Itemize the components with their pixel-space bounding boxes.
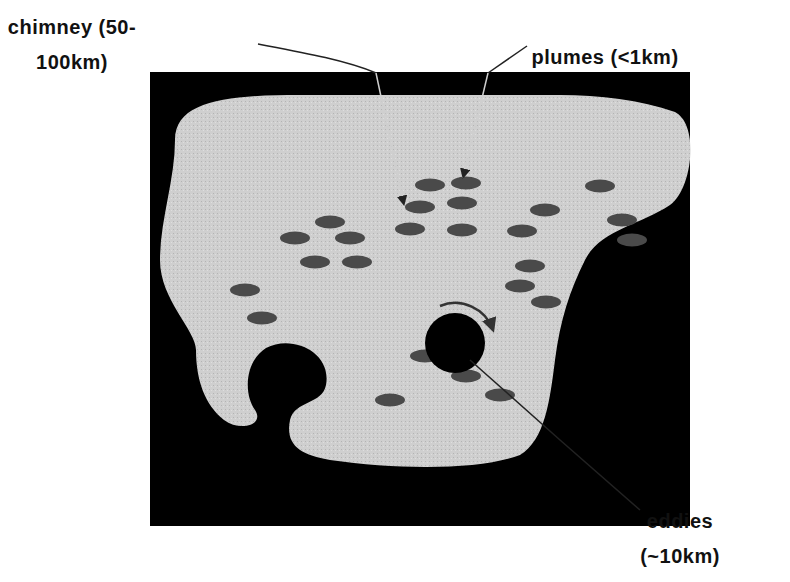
leader-line [258, 44, 376, 73]
plume [505, 280, 535, 293]
plume [375, 394, 405, 407]
chimney-label: chimney (50-100km) [2, 10, 142, 80]
plume [507, 225, 537, 238]
leader-arrow [376, 73, 404, 205]
leader-arrow [463, 73, 488, 178]
plume [617, 234, 647, 247]
plume [585, 180, 615, 193]
plume [342, 256, 372, 269]
ocean-ground [150, 72, 690, 526]
plume [415, 179, 445, 192]
leader-line [488, 46, 527, 73]
plume [531, 296, 561, 309]
plume [447, 197, 477, 210]
plume [451, 177, 481, 190]
plume [515, 260, 545, 273]
plume [230, 284, 260, 297]
plume [395, 223, 425, 236]
plume [447, 224, 477, 237]
plume [300, 256, 330, 269]
eddies-label: eddies (~10km) [620, 504, 740, 574]
plume [315, 216, 345, 229]
plumes-label: plumes (<1km) [505, 40, 705, 75]
plume [280, 232, 310, 245]
leader-line [470, 360, 640, 510]
plume [530, 204, 560, 217]
plume [607, 214, 637, 227]
plume [335, 232, 365, 245]
eddy-rotation-arrow [440, 303, 493, 330]
eddy [425, 313, 485, 373]
plume [247, 312, 277, 325]
plume [405, 201, 435, 214]
chimney-region [160, 95, 690, 467]
plume-ellipses [230, 177, 647, 407]
